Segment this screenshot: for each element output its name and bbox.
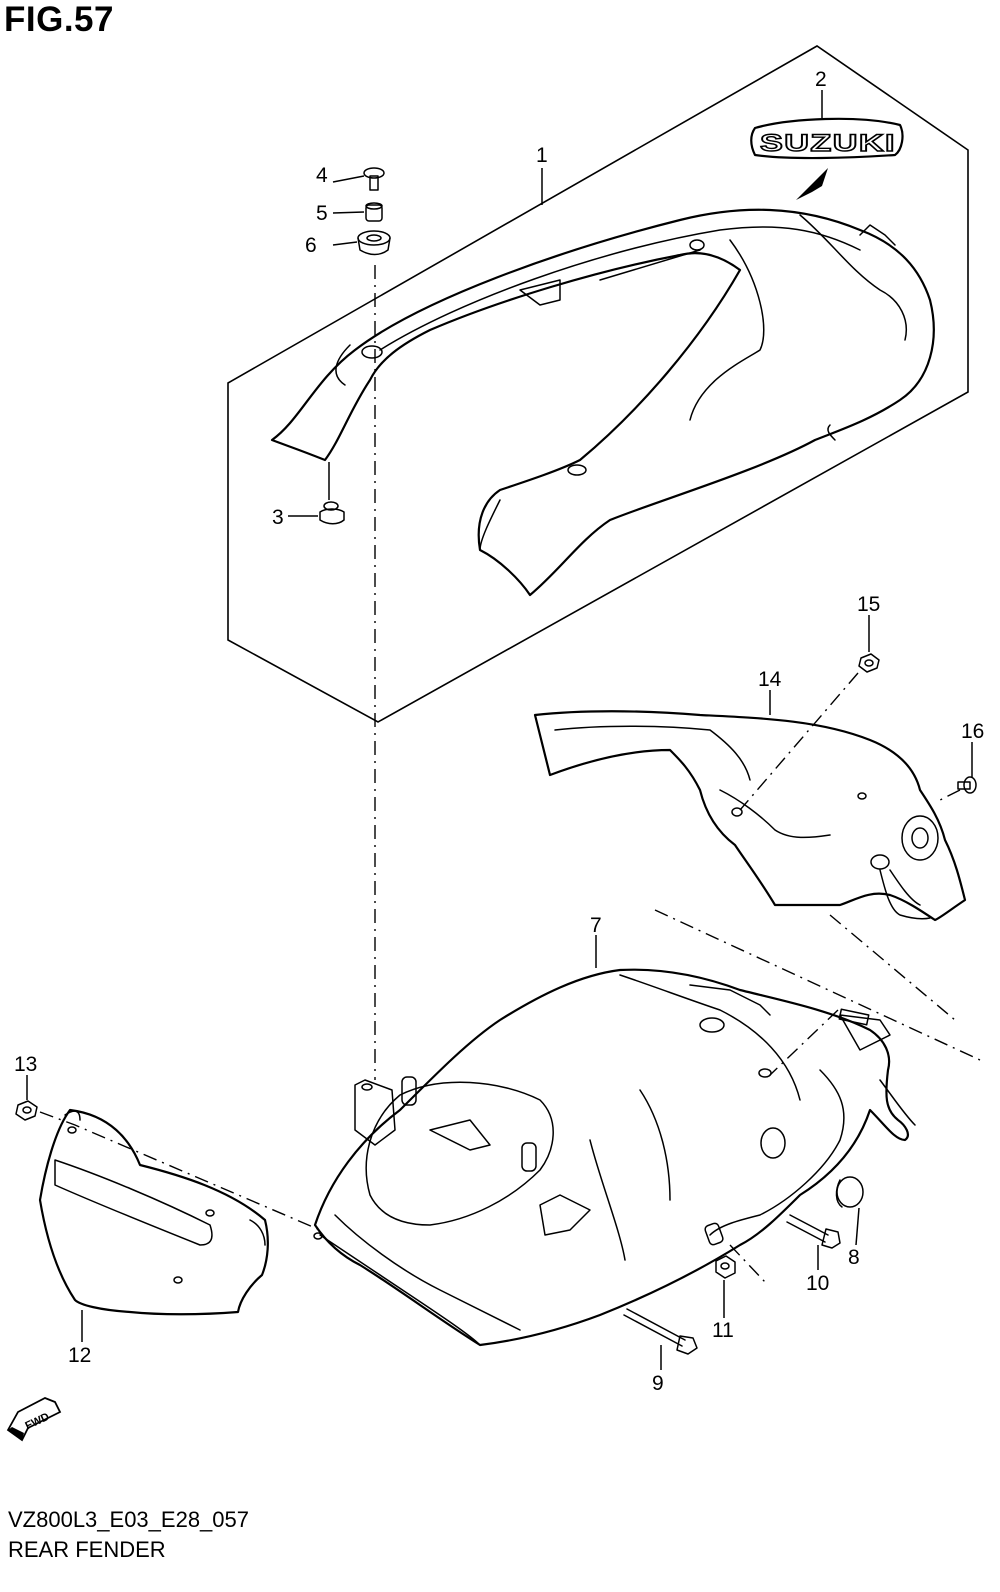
callout-4: 4	[316, 164, 328, 187]
part-10-bolt[interactable]	[786, 1214, 841, 1249]
fwd-arrow-icon: FWD	[6, 1397, 62, 1442]
part-13-bolt[interactable]	[15, 1100, 38, 1121]
callout-9: 9	[652, 1372, 664, 1395]
part-7-rear-fender[interactable]	[313, 968, 916, 1347]
callout-11: 11	[712, 1319, 734, 1342]
callout-8: 8	[848, 1246, 860, 1269]
callout-10: 10	[806, 1272, 829, 1295]
diagram-code: VZ800L3_E03_E28_057	[8, 1507, 249, 1532]
subassembly-box	[227, 45, 969, 723]
callout-15: 15	[857, 593, 880, 616]
part-2-emblem[interactable]: SUZUKI	[750, 117, 904, 200]
diagram-name: REAR FENDER	[8, 1537, 166, 1562]
part-1-seat-cowl[interactable]	[270, 208, 935, 597]
callout-16: 16	[961, 720, 984, 743]
part-15-bolt[interactable]	[858, 653, 880, 673]
part-14-bracket[interactable]	[533, 710, 967, 922]
part-16-screw[interactable]	[957, 776, 977, 794]
callout-12: 12	[68, 1344, 91, 1367]
part-8-cushion[interactable]	[835, 1176, 864, 1208]
figure-title: FIG.57	[4, 0, 114, 39]
part-4-screw[interactable]	[363, 167, 385, 191]
part-12-fender-cover[interactable]	[38, 1108, 269, 1316]
callout-14: 14	[758, 668, 782, 691]
part-9-bolt[interactable]	[623, 1308, 698, 1355]
callout-7: 7	[590, 914, 602, 937]
emblem-text: SUZUKI	[760, 130, 896, 157]
callout-6: 6	[305, 234, 317, 257]
part-3-cushion[interactable]	[319, 501, 345, 525]
part-6-grommet[interactable]	[357, 230, 391, 256]
part-11-nut[interactable]	[715, 1255, 736, 1279]
callout-5: 5	[316, 202, 328, 225]
callout-1: 1	[536, 144, 548, 167]
callout-2: 2	[815, 68, 827, 91]
callout-3: 3	[272, 506, 284, 529]
callout-13: 13	[14, 1053, 37, 1076]
part-5-collar[interactable]	[365, 202, 383, 222]
